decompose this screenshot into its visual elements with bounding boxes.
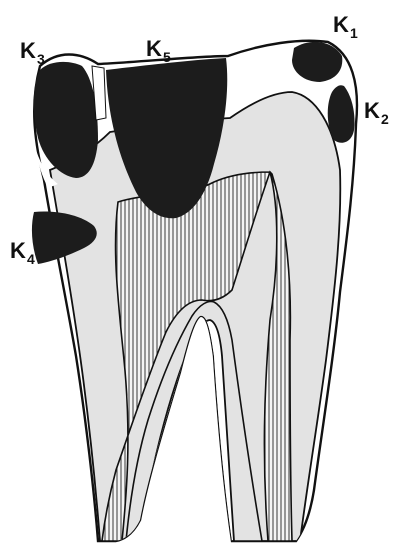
- label-k3-letter: K: [20, 38, 36, 63]
- label-k3: K 3: [20, 38, 45, 67]
- label-k5-sub: 5: [163, 49, 171, 65]
- label-k5: K 5: [146, 36, 171, 65]
- label-k1-letter: K: [333, 12, 349, 37]
- label-k1-sub: 1: [350, 25, 358, 41]
- label-k1: K 1: [333, 12, 358, 41]
- label-k4: K 4: [10, 238, 35, 267]
- label-k4-letter: K: [10, 238, 26, 263]
- label-k3-sub: 3: [37, 51, 45, 67]
- label-k2: K 2: [364, 98, 389, 127]
- label-k2-sub: 2: [381, 111, 389, 127]
- label-k5-letter: K: [146, 36, 162, 61]
- label-k4-sub: 4: [27, 251, 35, 267]
- label-k2-letter: K: [364, 98, 380, 123]
